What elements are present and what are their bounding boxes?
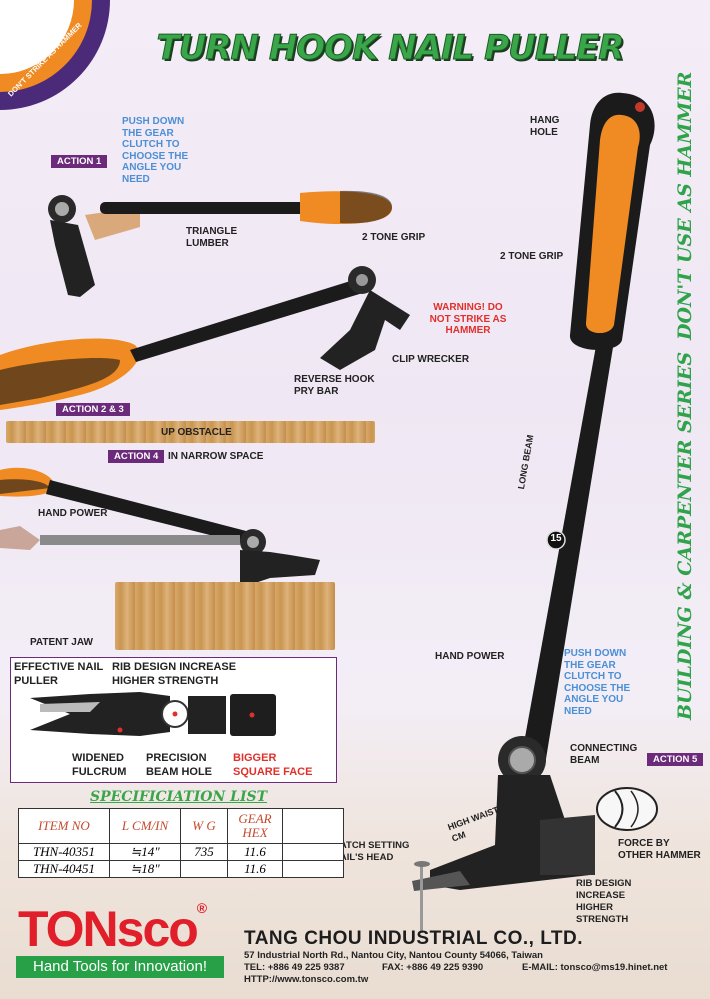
big-nail-puller-illustration (412, 92, 655, 891)
two-tone-grip-label-2: 2 TONE GRIP (500, 251, 564, 262)
force-by-hammer-label: FORCE BY OTHER HAMMER (618, 838, 701, 861)
patented-badge (0, 0, 110, 110)
narrow-space-label: IN NARROW SPACE (168, 451, 264, 462)
inset-effective-label: EFFECTIVE NAIL PULLER (14, 661, 104, 687)
table-row: THN-40451 ≒18" 11.6 (18, 860, 344, 878)
action-4-tag: ACTION 4 (108, 450, 165, 463)
other-hammer-illustration (596, 787, 658, 831)
page-title: TURN HOOK NAIL PULLER (156, 28, 625, 69)
inset-precision-label: PRECISION BEAM HOLE (146, 752, 212, 778)
spec-cell: ≒18" (109, 860, 181, 878)
rib-design-label: RIB DESIGN INCREASE HIGHER STRENGTH (576, 878, 632, 925)
inset-widened-label: WIDENED FULCRUM (72, 752, 127, 778)
triangle-lumber-label: TRIANGLE LUMBER (186, 226, 238, 249)
catch-setting-label: CATCH SETTING NAIL'S HEAD (333, 840, 410, 863)
hang-hole-label: HANG HOLE (530, 115, 560, 138)
spec-cell: THN-40351 (18, 843, 110, 861)
action-1-tag: ACTION 1 (51, 155, 108, 168)
spec-header-blank (282, 808, 344, 844)
reverse-hook-label: REVERSE HOOK PRY BAR (294, 374, 375, 397)
spec-cell: 11.6 (227, 860, 283, 878)
spec-header-length: L CM/IN (109, 808, 181, 844)
spec-header-weight: W G (180, 808, 228, 844)
company-website[interactable]: HTTP://www.tonsco.com.tw (244, 974, 369, 985)
spec-list-title: SPECIFICIATION LIST (90, 789, 268, 805)
connecting-beam-label: CONNECTING BEAM (570, 743, 638, 766)
company-address: 57 Industrial North Rd., Nantou City, Na… (244, 950, 543, 961)
spec-cell (282, 860, 344, 878)
hand-power-label-1: HAND POWER (38, 508, 108, 519)
spec-header-row: ITEM NO L CM/IN W G GEAR HEX (18, 808, 344, 844)
company-email: E-MAIL: tonsco@ms19.hinet.net (522, 962, 668, 973)
company-name: TANG CHOU INDUSTRIAL CO., LTD. (244, 928, 584, 949)
spec-header-item-no: ITEM NO (18, 808, 110, 844)
patent-jaw-plank (115, 582, 335, 650)
company-tel: TEL: +886 49 225 9387 (244, 962, 345, 973)
slogan-dont-use-as-hammer: DON'T USE AS HAMMER (674, 71, 696, 340)
action-2-3-tag: ACTION 2 & 3 (56, 403, 130, 416)
inset-rib-label: RIB DESIGN INCREASE HIGHER STRENGTH (112, 661, 237, 687)
hand-power-label-2: HAND POWER (435, 651, 505, 662)
slogan-building-carpenter: BUILDING & CARPENTER SERIES (674, 351, 696, 720)
spec-cell: THN-40451 (18, 860, 110, 878)
clip-wrecker-label: CLIP WRECKER (392, 354, 470, 365)
spec-cell (180, 860, 228, 878)
jaw-closeup-illustration (30, 692, 276, 736)
registered-mark: ® (196, 900, 207, 916)
gear-clutch-note-2: PUSH DOWN THE GEAR CLUTCH TO CHOOSE THE … (564, 648, 631, 717)
brand-logo: TONsco® (18, 900, 207, 958)
beam-number: 15 (550, 533, 562, 544)
patent-jaw-label: PATENT JAW (30, 637, 93, 648)
inset-bigger-label: BIGGER SQUARE FACE (233, 752, 313, 778)
spec-cell: 11.6 (227, 843, 283, 861)
two-tone-grip-label-1: 2 TONE GRIP (362, 232, 426, 243)
up-obstacle-label: UP OBSTACLE (161, 427, 232, 438)
company-fax: FAX: +886 49 225 9390 (382, 962, 484, 973)
warning-label: WARNING! DO NOT STRIKE AS HAMMER (429, 302, 507, 336)
action2-tool-illustration (0, 266, 410, 410)
spec-cell: 735 (180, 843, 228, 861)
nail-illustration (414, 861, 430, 933)
brand-name: TONsco (18, 901, 199, 957)
spec-header-gear-hex: GEAR HEX (227, 808, 283, 844)
table-row: THN-40351 ≒14" 735 11.6 (18, 843, 344, 861)
up-obstacle-plank (6, 421, 375, 443)
action1-tool-illustration (48, 190, 393, 297)
brand-tagline: Hand Tools for Innovation! (16, 956, 224, 978)
spec-cell: ≒14" (109, 843, 181, 861)
action4-tool-illustration (0, 467, 320, 588)
spec-cell (282, 843, 344, 861)
action-5-tag: ACTION 5 (647, 753, 704, 766)
spec-table: ITEM NO L CM/IN W G GEAR HEX THN-40351 ≒… (18, 808, 344, 878)
gear-clutch-note-1: PUSH DOWN THE GEAR CLUTCH TO CHOOSE THE … (122, 116, 189, 185)
